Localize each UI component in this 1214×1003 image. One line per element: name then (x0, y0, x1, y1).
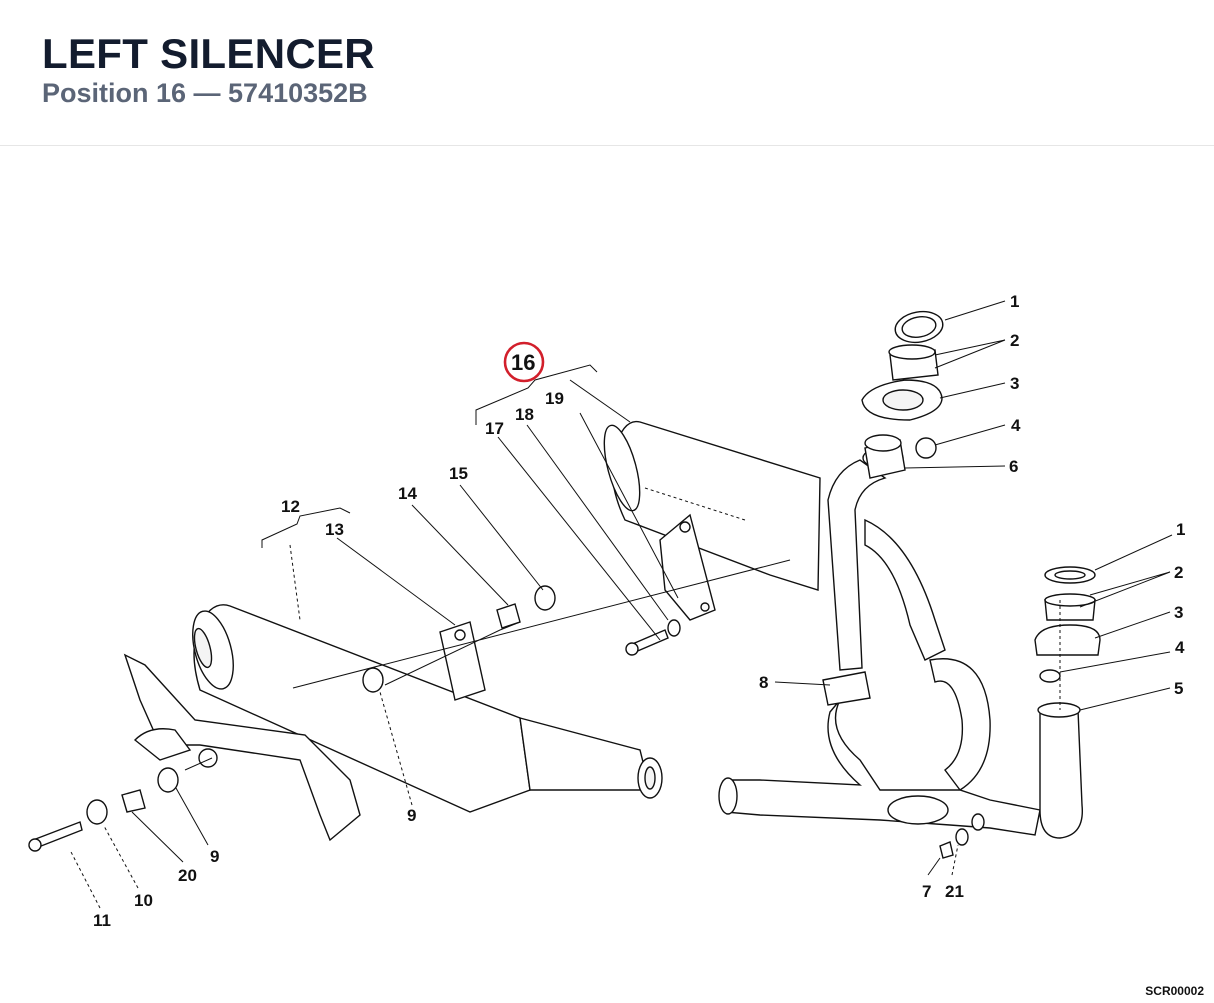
right-top-parts (861, 310, 944, 479)
callout-1-right: 1 (1176, 520, 1185, 539)
assembly-lines (184, 364, 791, 771)
callout-6: 6 (1009, 457, 1018, 476)
silencer-upper (603, 420, 821, 621)
callout-5: 5 (1174, 679, 1183, 698)
callout-13: 13 (325, 520, 344, 539)
callout-1-top: 1 (1010, 292, 1019, 311)
center-fasteners (496, 585, 985, 859)
callout-labels: 1 2 3 4 6 1 2 3 4 5 7 21 8 9 9 10 11 12 … (93, 292, 1185, 930)
highlight-ring (503, 341, 545, 383)
callout-18: 18 (515, 405, 534, 424)
right-mid-parts (1034, 566, 1101, 710)
callout-20: 20 (178, 866, 197, 885)
page-header: LEFT SILENCER Position 16 — 57410352B (0, 0, 1214, 146)
callout-16: 16 (511, 350, 535, 375)
callout-17: 17 (485, 419, 504, 438)
callout-11: 11 (93, 911, 111, 930)
page-subtitle: Position 16 — 57410352B (42, 78, 368, 108)
callout-3-top: 3 (1010, 374, 1019, 393)
drawing-code: SCR00002 (1145, 984, 1204, 998)
left-silencer-lower (192, 604, 663, 813)
callout-10: 10 (134, 891, 153, 910)
callout-3-right: 3 (1174, 603, 1183, 622)
callout-9-center: 9 (407, 806, 416, 825)
callout-8: 8 (759, 673, 768, 692)
callout-12: 12 (281, 497, 300, 516)
callout-14: 14 (398, 484, 417, 503)
exhaust-headers (718, 447, 1084, 839)
left-fasteners (28, 667, 384, 852)
leader-lines (69, 300, 1173, 909)
footpeg-bracket (123, 653, 361, 842)
callout-19: 19 (545, 389, 564, 408)
callout-9-left: 9 (210, 847, 219, 866)
callout-2-top: 2 (1010, 331, 1019, 350)
callout-21: 21 (945, 882, 964, 901)
callout-4-right: 4 (1175, 638, 1185, 657)
callout-15: 15 (449, 464, 468, 483)
callout-7: 7 (922, 882, 931, 901)
page-title: LEFT SILENCER (42, 30, 375, 77)
callout-2-right: 2 (1174, 563, 1183, 582)
callout-4-top: 4 (1011, 416, 1021, 435)
